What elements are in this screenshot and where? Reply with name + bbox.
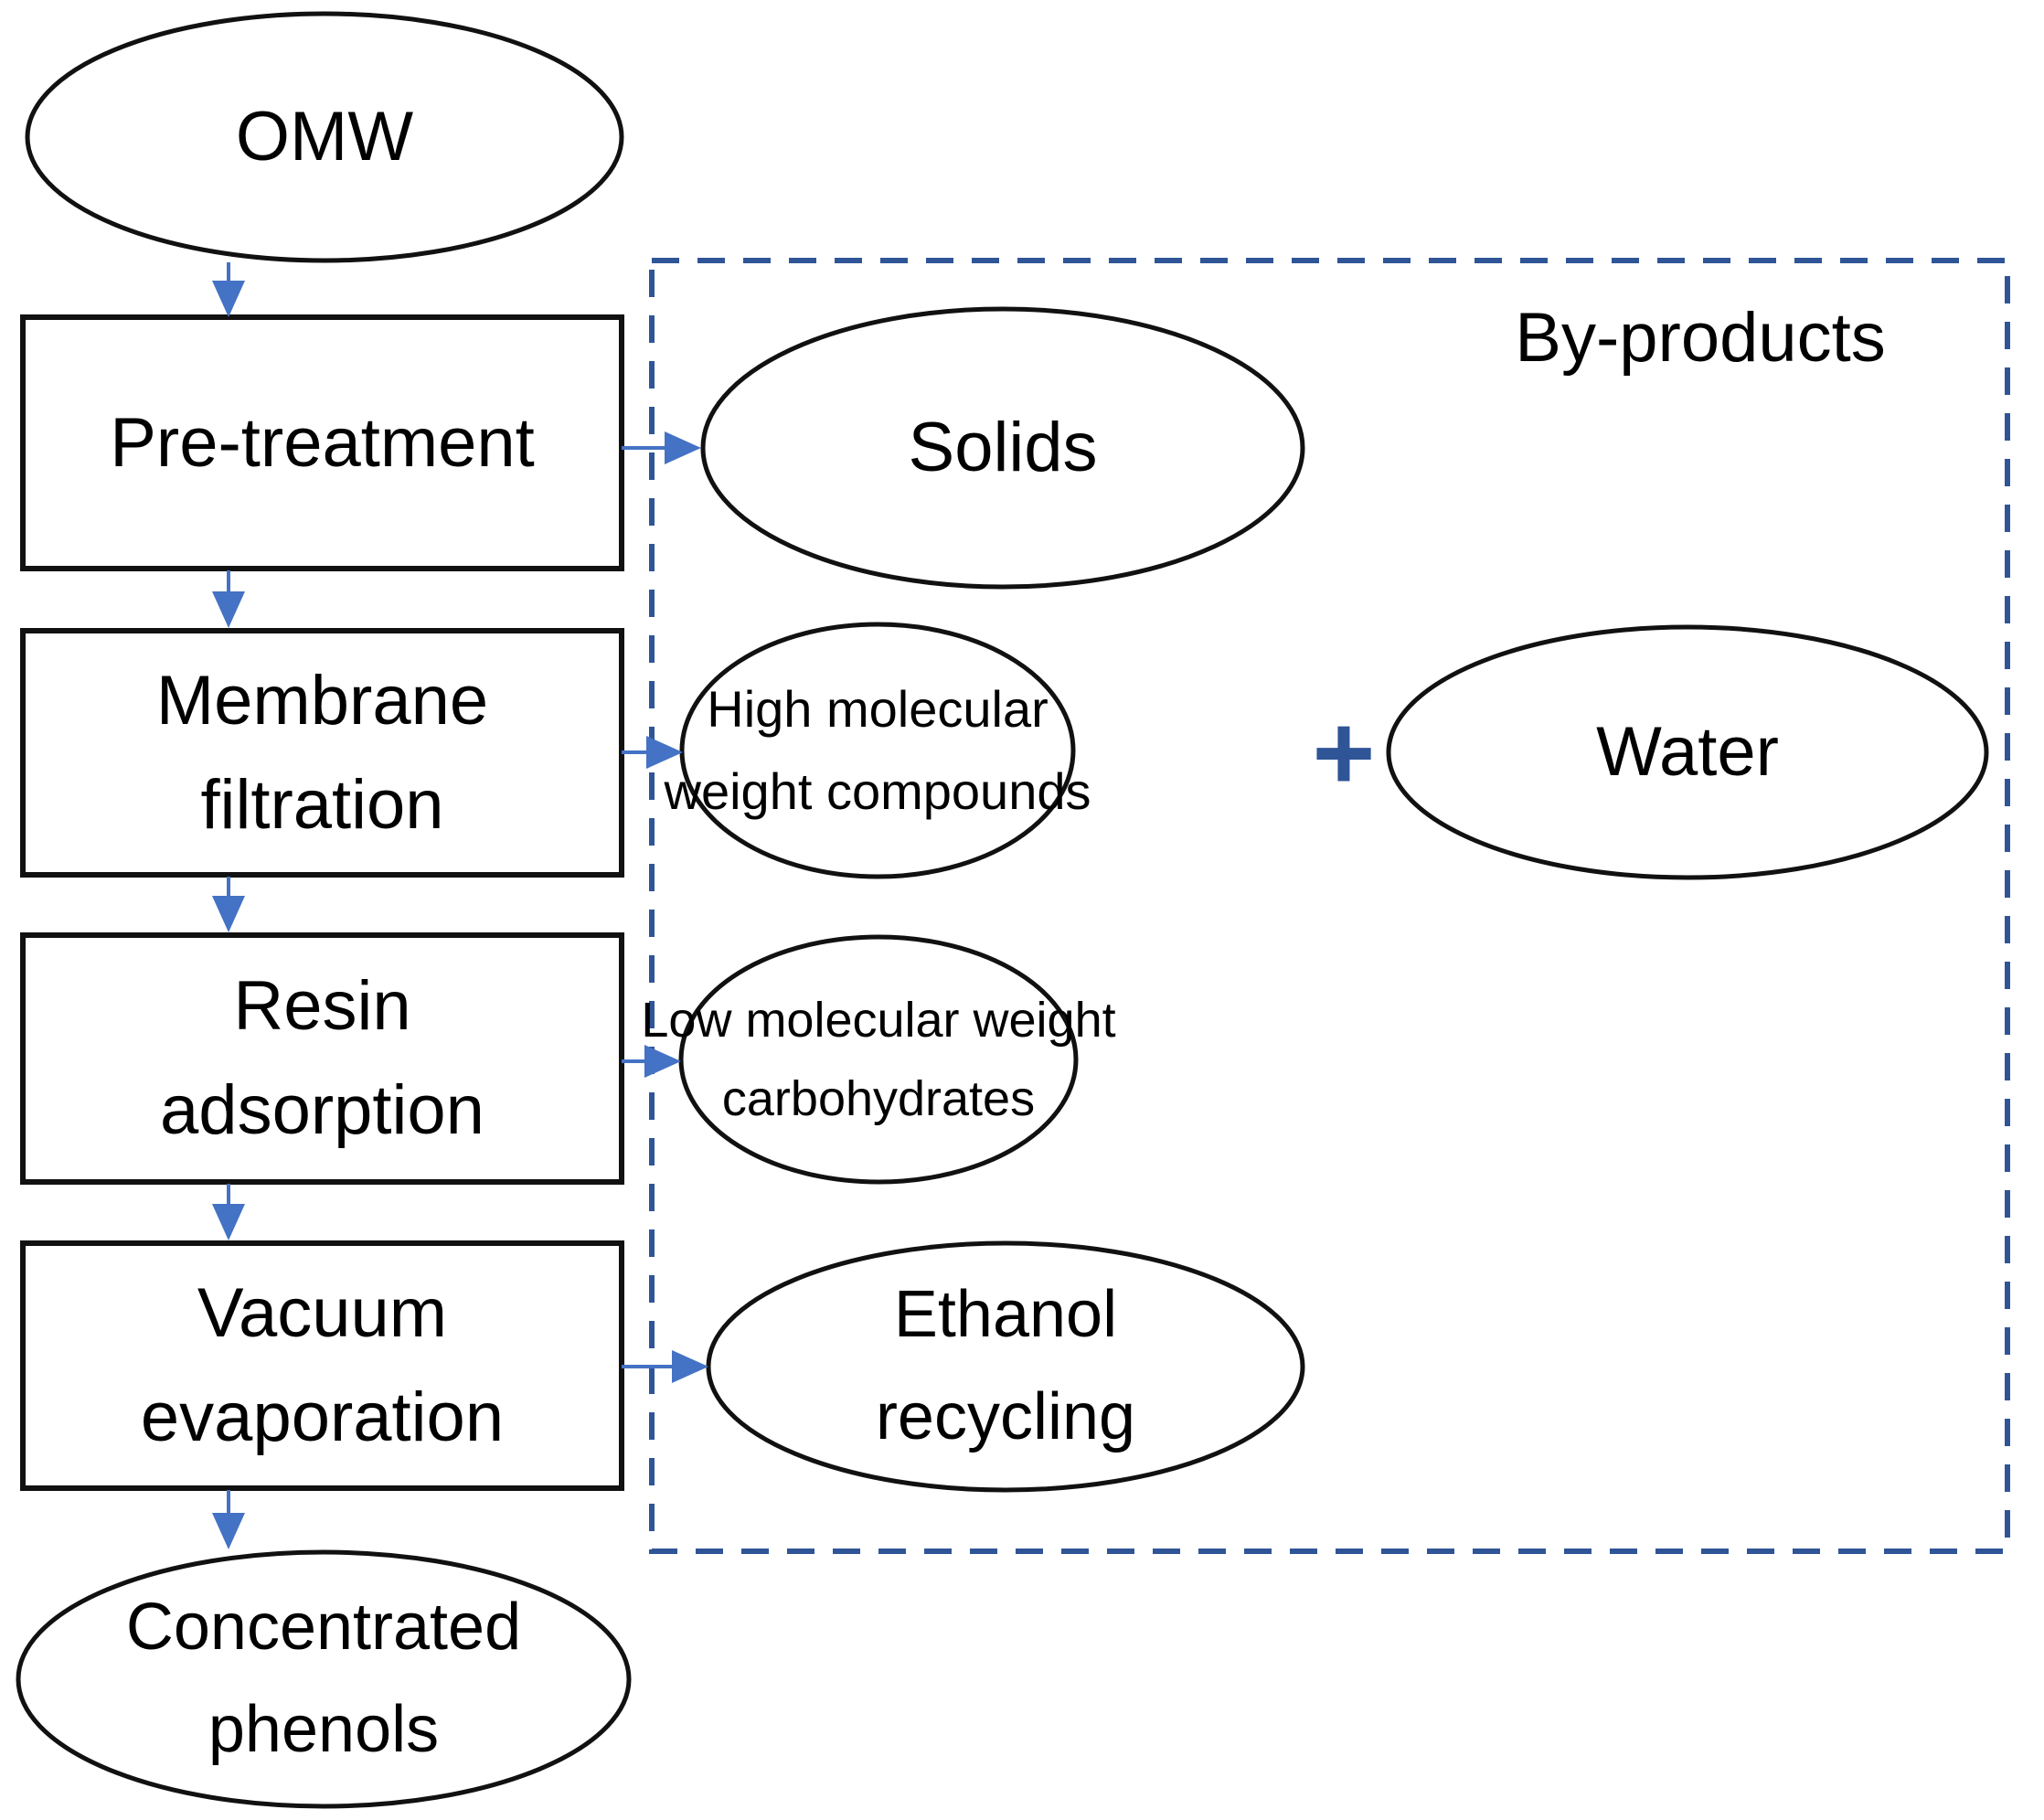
ethanol-recycling-label: Ethanol recycling xyxy=(708,1243,1303,1490)
pretreatment-label-line: Pre-treatment xyxy=(110,403,535,482)
byproducts-group-title-text: By-products xyxy=(1515,299,1886,377)
ethanol-recycling-label-line1: Ethanol xyxy=(893,1278,1118,1352)
byproducts-group-title: By-products xyxy=(1408,274,1993,402)
pretreatment-label: Pre-treatment xyxy=(23,317,622,569)
water-label: Water xyxy=(1389,627,1986,878)
resin-adsorption-label: Resin adsorption xyxy=(23,935,622,1182)
plus-symbol: + xyxy=(1312,693,1376,814)
vacuum-evaporation-label-line2: evaporation xyxy=(140,1378,505,1456)
concentrated-phenols-ellipse xyxy=(16,1549,632,1809)
omw-label-line: OMW xyxy=(235,98,414,176)
water-ellipse xyxy=(1386,624,1989,880)
water-label-line: Water xyxy=(1596,713,1779,791)
low-molecular-weight-carbohydrates-label: Low molecular weight carbohydrates xyxy=(641,937,1115,1182)
resin-adsorption-label-line1: Resin xyxy=(233,967,411,1045)
omw-ellipse xyxy=(25,11,624,263)
membrane-filtration-label-line1: Membrane xyxy=(155,661,489,740)
resin-adsorption-label-line2: adsorption xyxy=(160,1071,484,1149)
low-molecular-weight-carbohydrates-ellipse xyxy=(678,934,1079,1185)
omw-label: OMW xyxy=(27,14,622,261)
vacuum-evaporation-label: Vacuum evaporation xyxy=(23,1243,622,1488)
high-molecular-weight-compounds-label: High molecular weight compounds xyxy=(665,624,1091,877)
vacuum-evaporation-label-line1: Vacuum xyxy=(197,1274,448,1352)
ethanol-recycling-label-line2: recycling xyxy=(875,1380,1136,1453)
ethanol-recycling-ellipse xyxy=(706,1240,1305,1493)
pretreatment-box xyxy=(20,314,624,571)
low-molecular-weight-carbohydrates-line2: carbohydrates xyxy=(721,1071,1036,1126)
high-molecular-weight-compounds-line1: High molecular xyxy=(707,680,1049,739)
low-molecular-weight-carbohydrates-line1: Low molecular weight xyxy=(641,992,1116,1048)
solids-ellipse xyxy=(700,306,1305,590)
concentrated-phenols-label-line1: Concentrated xyxy=(125,1591,522,1665)
solids-label: Solids xyxy=(703,309,1303,587)
membrane-filtration-label-line2: filtration xyxy=(200,765,444,844)
concentrated-phenols-label-line2: phenols xyxy=(208,1693,440,1766)
membrane-filtration-label: Membrane filtration xyxy=(23,631,622,875)
high-molecular-weight-compounds-line2: weight compounds xyxy=(664,762,1091,820)
solids-label-line: Solids xyxy=(908,409,1098,486)
concentrated-phenols-label: Concentrated phenols xyxy=(18,1552,629,1806)
resin-adsorption-box xyxy=(20,932,624,1185)
